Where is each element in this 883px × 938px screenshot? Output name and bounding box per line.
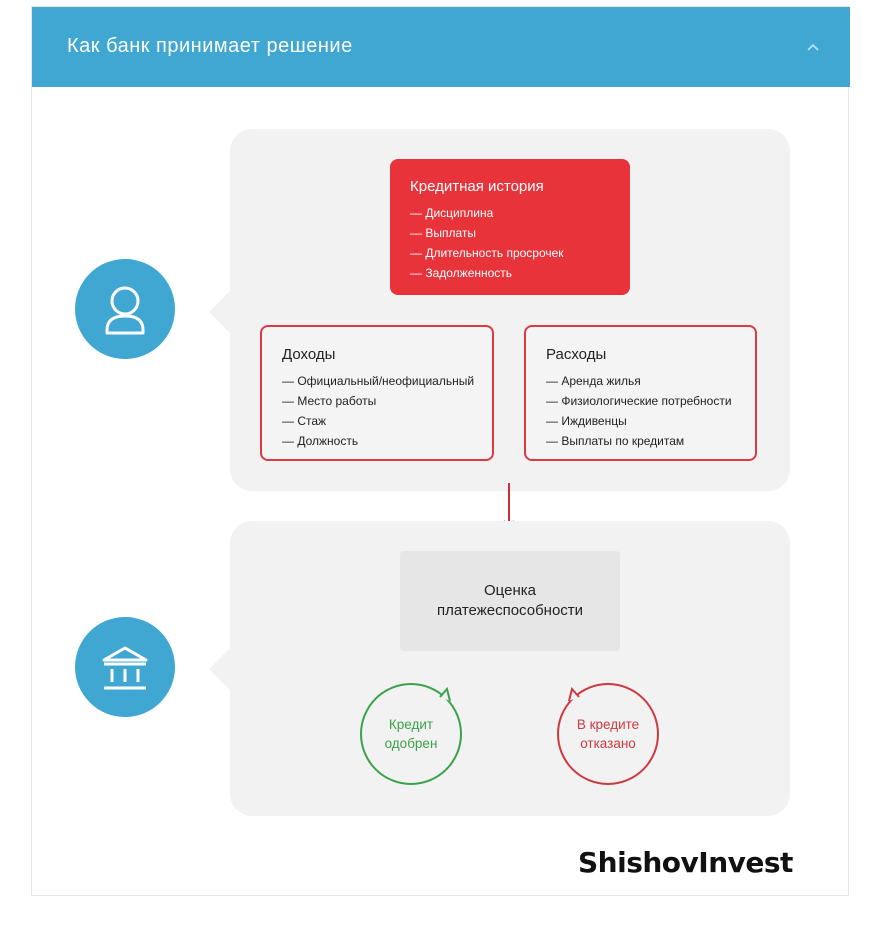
list-item: — Физиологические потребности [546, 394, 732, 408]
chevron-up-icon[interactable] [802, 37, 824, 59]
list-item: — Длительность просрочек [410, 246, 564, 260]
list-item: — Место работы [282, 394, 377, 408]
panel-pointer [209, 647, 231, 691]
list-item: — Дисциплина [410, 206, 494, 220]
expenses-box: Расходы — Аренда жилья — Физиологические… [524, 325, 757, 461]
list-item: — Аренда жилья [546, 374, 641, 388]
bubble-tail [439, 687, 451, 702]
credit-history-list: — Дисциплина — Выплаты — Длительность пр… [410, 203, 564, 283]
list-item: — Выплаты [410, 226, 476, 240]
income-list: — Официальный/неофициальный — Место рабо… [282, 371, 474, 451]
list-item: — Стаж [282, 414, 327, 428]
list-item: — Иждивенцы [546, 414, 627, 428]
panel-pointer [209, 290, 231, 334]
assessment-line: платежеспособности [436, 602, 584, 619]
page-title: Как банк принимает решение [67, 35, 353, 57]
bubble-tail [568, 687, 580, 702]
list-item: — Задолженность [410, 266, 513, 280]
expenses-list: — Аренда жилья — Физиологические потребн… [546, 371, 732, 451]
approved-bubble: Кредит одобрен [360, 683, 462, 785]
rejected-line: отказано [580, 736, 636, 751]
credit-history-title: Кредитная история [410, 178, 544, 195]
approved-line: одобрен [384, 736, 438, 751]
rejected-bubble: В кредите отказано [557, 683, 659, 785]
bank-avatar [75, 617, 175, 717]
rejected-line: В кредите [576, 717, 640, 732]
accordion-card: Как банк принимает решение Кредитная ист… [31, 6, 850, 896]
assessment-box: Оценка платежеспособности [400, 551, 620, 651]
person-avatar [75, 259, 175, 359]
credit-history-box: Кредитная история — Дисциплина — Выплаты… [390, 159, 630, 295]
accordion-header[interactable]: Как банк принимает решение [32, 7, 850, 87]
assessment-line: Оценка [484, 582, 536, 599]
list-item: — Выплаты по кредитам [546, 434, 685, 448]
list-item: — Официальный/неофициальный [282, 374, 475, 388]
list-item: — Должность [282, 434, 359, 448]
approved-line: Кредит [388, 717, 434, 732]
watermark: ShishovInvest [578, 846, 793, 879]
person-icon [105, 286, 145, 335]
bank-icon [102, 646, 148, 690]
expenses-title: Расходы [546, 346, 607, 363]
income-box: Доходы — Официальный/неофициальный — Мес… [260, 325, 494, 461]
income-title: Доходы [282, 346, 336, 363]
